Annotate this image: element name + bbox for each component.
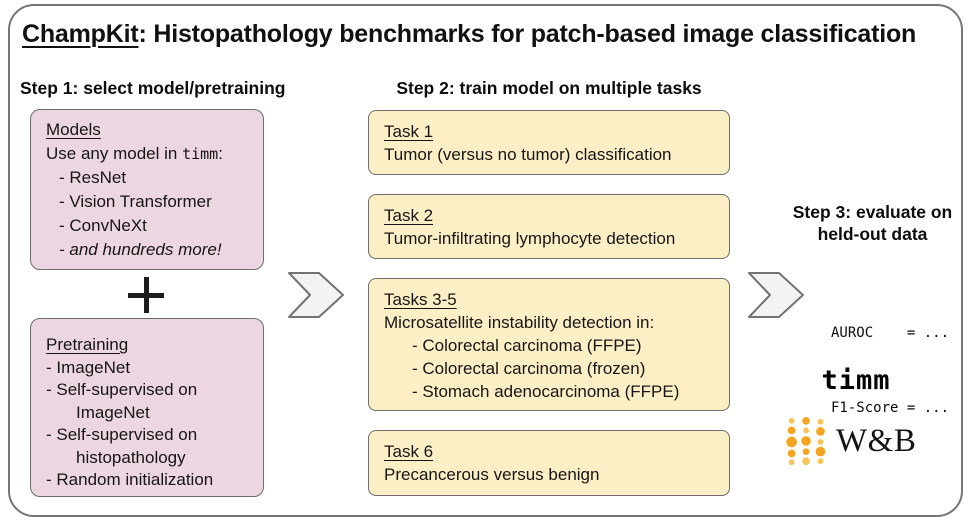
pretraining-line: - Self-supervised on <box>46 425 198 444</box>
task6-heading: Task 6 <box>384 442 434 461</box>
pretraining-line-wrap: ImageNet <box>76 402 150 422</box>
models-bullet: - ResNet <box>59 168 127 187</box>
models-bullet: - Vision Transformer <box>59 192 212 211</box>
task1-heading: Task 1 <box>384 122 434 141</box>
tasks3-5-bullet: - Colorectal carcinoma (frozen) <box>412 359 646 378</box>
metric-auroc: AUROC = ... <box>831 325 950 341</box>
models-intro-pre: Use any model in <box>46 144 183 163</box>
task2-box: Task 2 Tumor-infiltrating lymphocyte det… <box>368 194 730 259</box>
pretraining-line: - Self-supervised on <box>46 380 198 399</box>
metric-f1: F1-Score = ... <box>831 400 950 416</box>
timm-logo: timm <box>821 365 891 396</box>
step3-heading-line1: Step 3: evaluate on <box>792 202 953 222</box>
tasks3-5-heading: Tasks 3-5 <box>384 290 457 309</box>
task6-description: Precancerous versus benign <box>384 465 600 484</box>
step3-heading: Step 3: evaluate on held-out data <box>780 201 965 245</box>
tasks3-5-description: Microsatellite instability detection in: <box>384 313 655 332</box>
task2-heading: Task 2 <box>384 206 434 225</box>
step3-heading-line2: held-out data <box>817 224 928 244</box>
pretraining-line: - ImageNet <box>46 357 131 377</box>
wandb-logo: W&B <box>785 416 916 466</box>
step1-heading: Step 1: select model/pretraining <box>20 78 286 98</box>
task2-description: Tumor-infiltrating lymphocyte detection <box>384 229 676 248</box>
pretraining-box: Pretraining - ImageNet - Self-supervised… <box>30 318 264 497</box>
step2-heading: Step 2: train model on multiple tasks <box>396 78 702 98</box>
chevron-arrow-icon <box>748 272 804 318</box>
brand-name: ChampKit <box>22 20 139 48</box>
models-box-intro: Use any model in timm: <box>46 142 248 166</box>
wandb-wordmark: W&B <box>836 422 917 459</box>
tasks3-5-box: Tasks 3-5 Microsatellite instability det… <box>368 278 730 411</box>
timm-inline-code: timm <box>182 145 219 163</box>
page-title: ChampKit: Histopathology benchmarks for … <box>22 20 952 49</box>
models-bullet-italic: - and hundreds more! <box>59 240 222 259</box>
task6-box: Task 6 Precancerous versus benign <box>368 430 730 496</box>
task1-description: Tumor (versus no tumor) classification <box>384 145 672 164</box>
pretraining-line-wrap: histopathology <box>76 447 186 467</box>
models-intro-post: : <box>218 144 223 163</box>
pretraining-line: - Random initialization <box>46 470 214 489</box>
models-box: Models Use any model in timm: - ResNet -… <box>30 109 264 270</box>
evaluation-metrics: AUROC = ... F1-Score = ... <box>831 271 949 471</box>
plus-icon <box>128 277 164 313</box>
title-rest: : Histopathology benchmarks for patch-ba… <box>138 20 917 48</box>
pretraining-box-heading: Pretraining <box>46 335 129 354</box>
models-bullet: - ConvNeXt <box>59 216 147 235</box>
chevron-arrow-icon <box>288 272 344 318</box>
tasks3-5-bullet: - Stomach adenocarcinoma (FFPE) <box>412 382 680 401</box>
tasks3-5-bullet: - Colorectal carcinoma (FFPE) <box>412 336 642 355</box>
wandb-dots-icon <box>786 416 826 466</box>
task1-box: Task 1 Tumor (versus no tumor) classific… <box>368 110 730 175</box>
models-box-heading: Models <box>46 120 101 139</box>
